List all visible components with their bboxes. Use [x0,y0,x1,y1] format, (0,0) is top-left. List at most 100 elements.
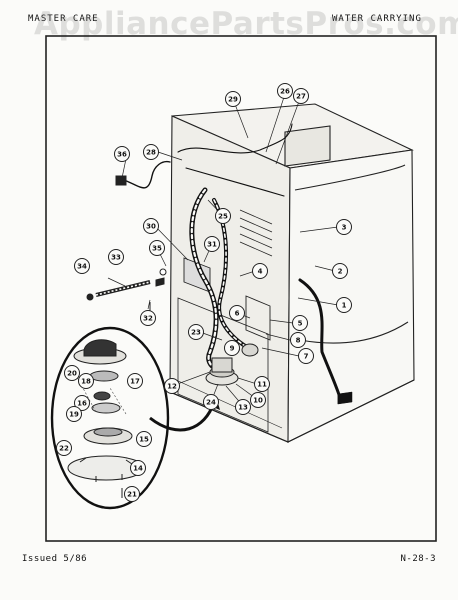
callout-circle [108,249,124,265]
callout-33: 33 [108,249,124,265]
callout-6: 6 [229,305,245,321]
callout-circle [336,297,352,313]
callout-label: 9 [230,345,235,353]
callout-circle [149,240,165,256]
callout-label: 1 [342,302,347,310]
callout-circle [336,219,352,235]
callout-circle [250,392,266,408]
callout-circle [127,373,143,389]
header-section-label: WATER CARRYING [332,14,422,24]
callout-16: 16 [74,395,90,411]
callout-label: 34 [77,263,87,271]
page-border [45,35,437,542]
callout-24: 24 [203,394,219,410]
callout-label: 15 [139,436,149,444]
callout-10: 10 [250,392,266,408]
callout-22: 22 [56,440,72,456]
callout-label: 27 [296,93,306,101]
leader-lines [107,93,339,407]
callout-label: 7 [304,353,309,361]
callout-circle [235,399,251,415]
callout-23: 23 [188,324,204,340]
callout-circle [229,305,245,321]
callout-29: 29 [225,91,241,107]
callout-circle [56,440,72,456]
callout-circle [215,208,231,224]
callout-21: 21 [124,486,140,502]
callout-26: 26 [277,83,293,99]
callout-label: 24 [206,399,216,407]
callout-circle [164,378,180,394]
callout-circle [66,406,82,422]
callout-label: 3 [342,224,347,232]
callout-label: 32 [143,315,153,323]
callout-label: 20 [67,370,77,378]
callout-14: 14 [130,460,146,476]
callout-12: 12 [164,378,180,394]
callout-circle [252,263,268,279]
callout-label: 12 [167,383,177,391]
pump-assembly [205,343,259,386]
callout-34: 34 [74,258,90,274]
callout-25: 25 [215,208,231,224]
callout-label: 21 [127,491,137,499]
callout-label: 22 [59,445,69,453]
callout-11: 11 [254,376,270,392]
page-code: N-28-3 [400,554,436,564]
callout-13: 13 [235,399,251,415]
callout-35: 35 [149,240,165,256]
dryer-cabinet [169,103,415,443]
callout-circle [254,376,270,392]
callout-32: 32 [140,310,156,326]
callout-label: 35 [152,245,162,253]
callout-circle [140,310,156,326]
callout-30: 30 [143,218,159,234]
callout-label: 19 [69,411,79,419]
callout-9: 9 [224,340,240,356]
callout-circle [114,146,130,162]
callout-label: 30 [146,223,156,231]
callout-circle [143,144,159,160]
callout-label: 11 [257,381,267,389]
callout-circle [74,395,90,411]
issue-date: Issued 5/86 [22,554,88,564]
callout-label: 5 [298,320,303,328]
callout-circle [74,258,90,274]
callout-19: 19 [66,406,82,422]
callout-label: 8 [296,337,301,345]
callout-label: 31 [207,241,217,249]
callout-circle [290,332,306,348]
callout-circle [204,236,220,252]
callout-label: 28 [146,149,156,157]
callout-label: 14 [133,465,143,473]
callout-label: 33 [111,254,121,262]
callout-circle [188,324,204,340]
header-model-label: MASTER CARE [28,14,99,24]
callout-7: 7 [298,348,314,364]
callout-18: 18 [78,373,94,389]
callout-label: 17 [130,378,140,386]
callout-circle [124,486,140,502]
callout-1: 1 [336,297,352,313]
callout-5: 5 [292,315,308,331]
callout-label: 26 [280,88,290,96]
callout-27: 27 [293,88,309,104]
callout-circle [225,91,241,107]
callout-label: 23 [191,329,201,337]
drain-bolt-assembly [86,268,167,314]
callout-circle [203,394,219,410]
callout-label: 4 [258,268,263,276]
callout-31: 31 [204,236,220,252]
callout-label: 2 [338,268,343,276]
callout-4: 4 [252,263,268,279]
callout-circle [224,340,240,356]
callout-circle [64,365,80,381]
callout-circle [277,83,293,99]
callout-15: 15 [136,431,152,447]
callout-label: 18 [81,378,91,386]
callout-label: 25 [218,213,228,221]
callout-label: 6 [235,310,240,318]
callout-label: 13 [238,404,248,412]
